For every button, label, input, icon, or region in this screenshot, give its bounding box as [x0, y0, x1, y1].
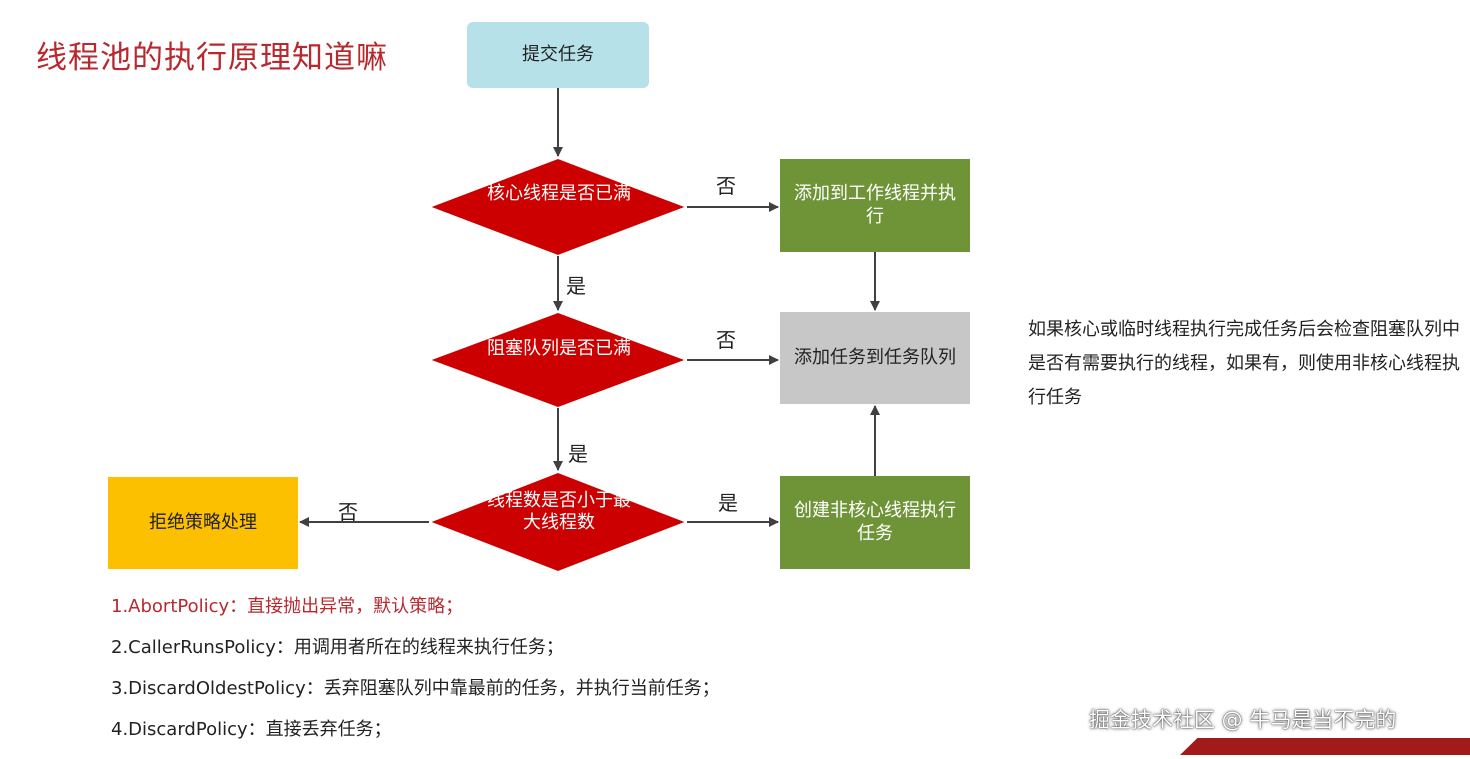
- edge-label-no-queue: 否: [716, 328, 736, 352]
- add-to-queue-box: 添加任务到任务队列: [780, 312, 970, 404]
- slide-title: 线程池的执行原理知道嘛: [36, 40, 388, 76]
- reject-policy-list: 1.AbortPolicy：直接抛出异常，默认策略； 2.CallerRunsP…: [111, 595, 720, 759]
- create-non-core-thread-box: 创建非核心线程执行任务: [780, 476, 970, 569]
- side-note: 如果核心或临时线程执行完成任务后会检查阻塞队列中是否有需要执行的线程，如果有，则…: [1028, 319, 1460, 408]
- edge-label-yes-queue: 是: [568, 442, 588, 466]
- edge-label-yes-max: 是: [718, 491, 738, 515]
- decision-max-label: 线程数是否小于最大线程数: [487, 490, 631, 533]
- policy-item-discard: 4.DiscardPolicy：直接丢弃任务；: [111, 719, 392, 740]
- decision-diamond-core: [426, 156, 690, 258]
- decision-diamond-max: [426, 470, 690, 574]
- watermark: 掘金技术社区 @ 牛马是当不完的: [1089, 708, 1397, 732]
- policy-item-caller-runs: 2.CallerRunsPolicy：用调用者所在的线程来执行任务；: [111, 637, 564, 658]
- decision-queue-label: 阻塞队列是否已满: [487, 338, 631, 359]
- edge-label-no-core: 否: [716, 174, 736, 198]
- footer-banner: [1180, 738, 1470, 755]
- decision-diamond-queue: [426, 310, 690, 410]
- policy-item-abort: 1.AbortPolicy：直接抛出异常，默认策略；: [111, 596, 464, 617]
- add-worker-thread-box: 添加到工作线程并执行: [780, 159, 970, 252]
- decision-core-label: 核心线程是否已满: [487, 183, 631, 204]
- policy-item-discard-oldest: 3.DiscardOldestPolicy：丢弃阻塞队列中靠最前的任务，并执行当…: [111, 678, 720, 699]
- reject-policy-box: 拒绝策略处理: [108, 477, 298, 569]
- submit-task-box: 提交任务: [467, 22, 649, 88]
- edge-label-no-max: 否: [338, 500, 358, 524]
- edge-label-yes-core: 是: [566, 274, 586, 298]
